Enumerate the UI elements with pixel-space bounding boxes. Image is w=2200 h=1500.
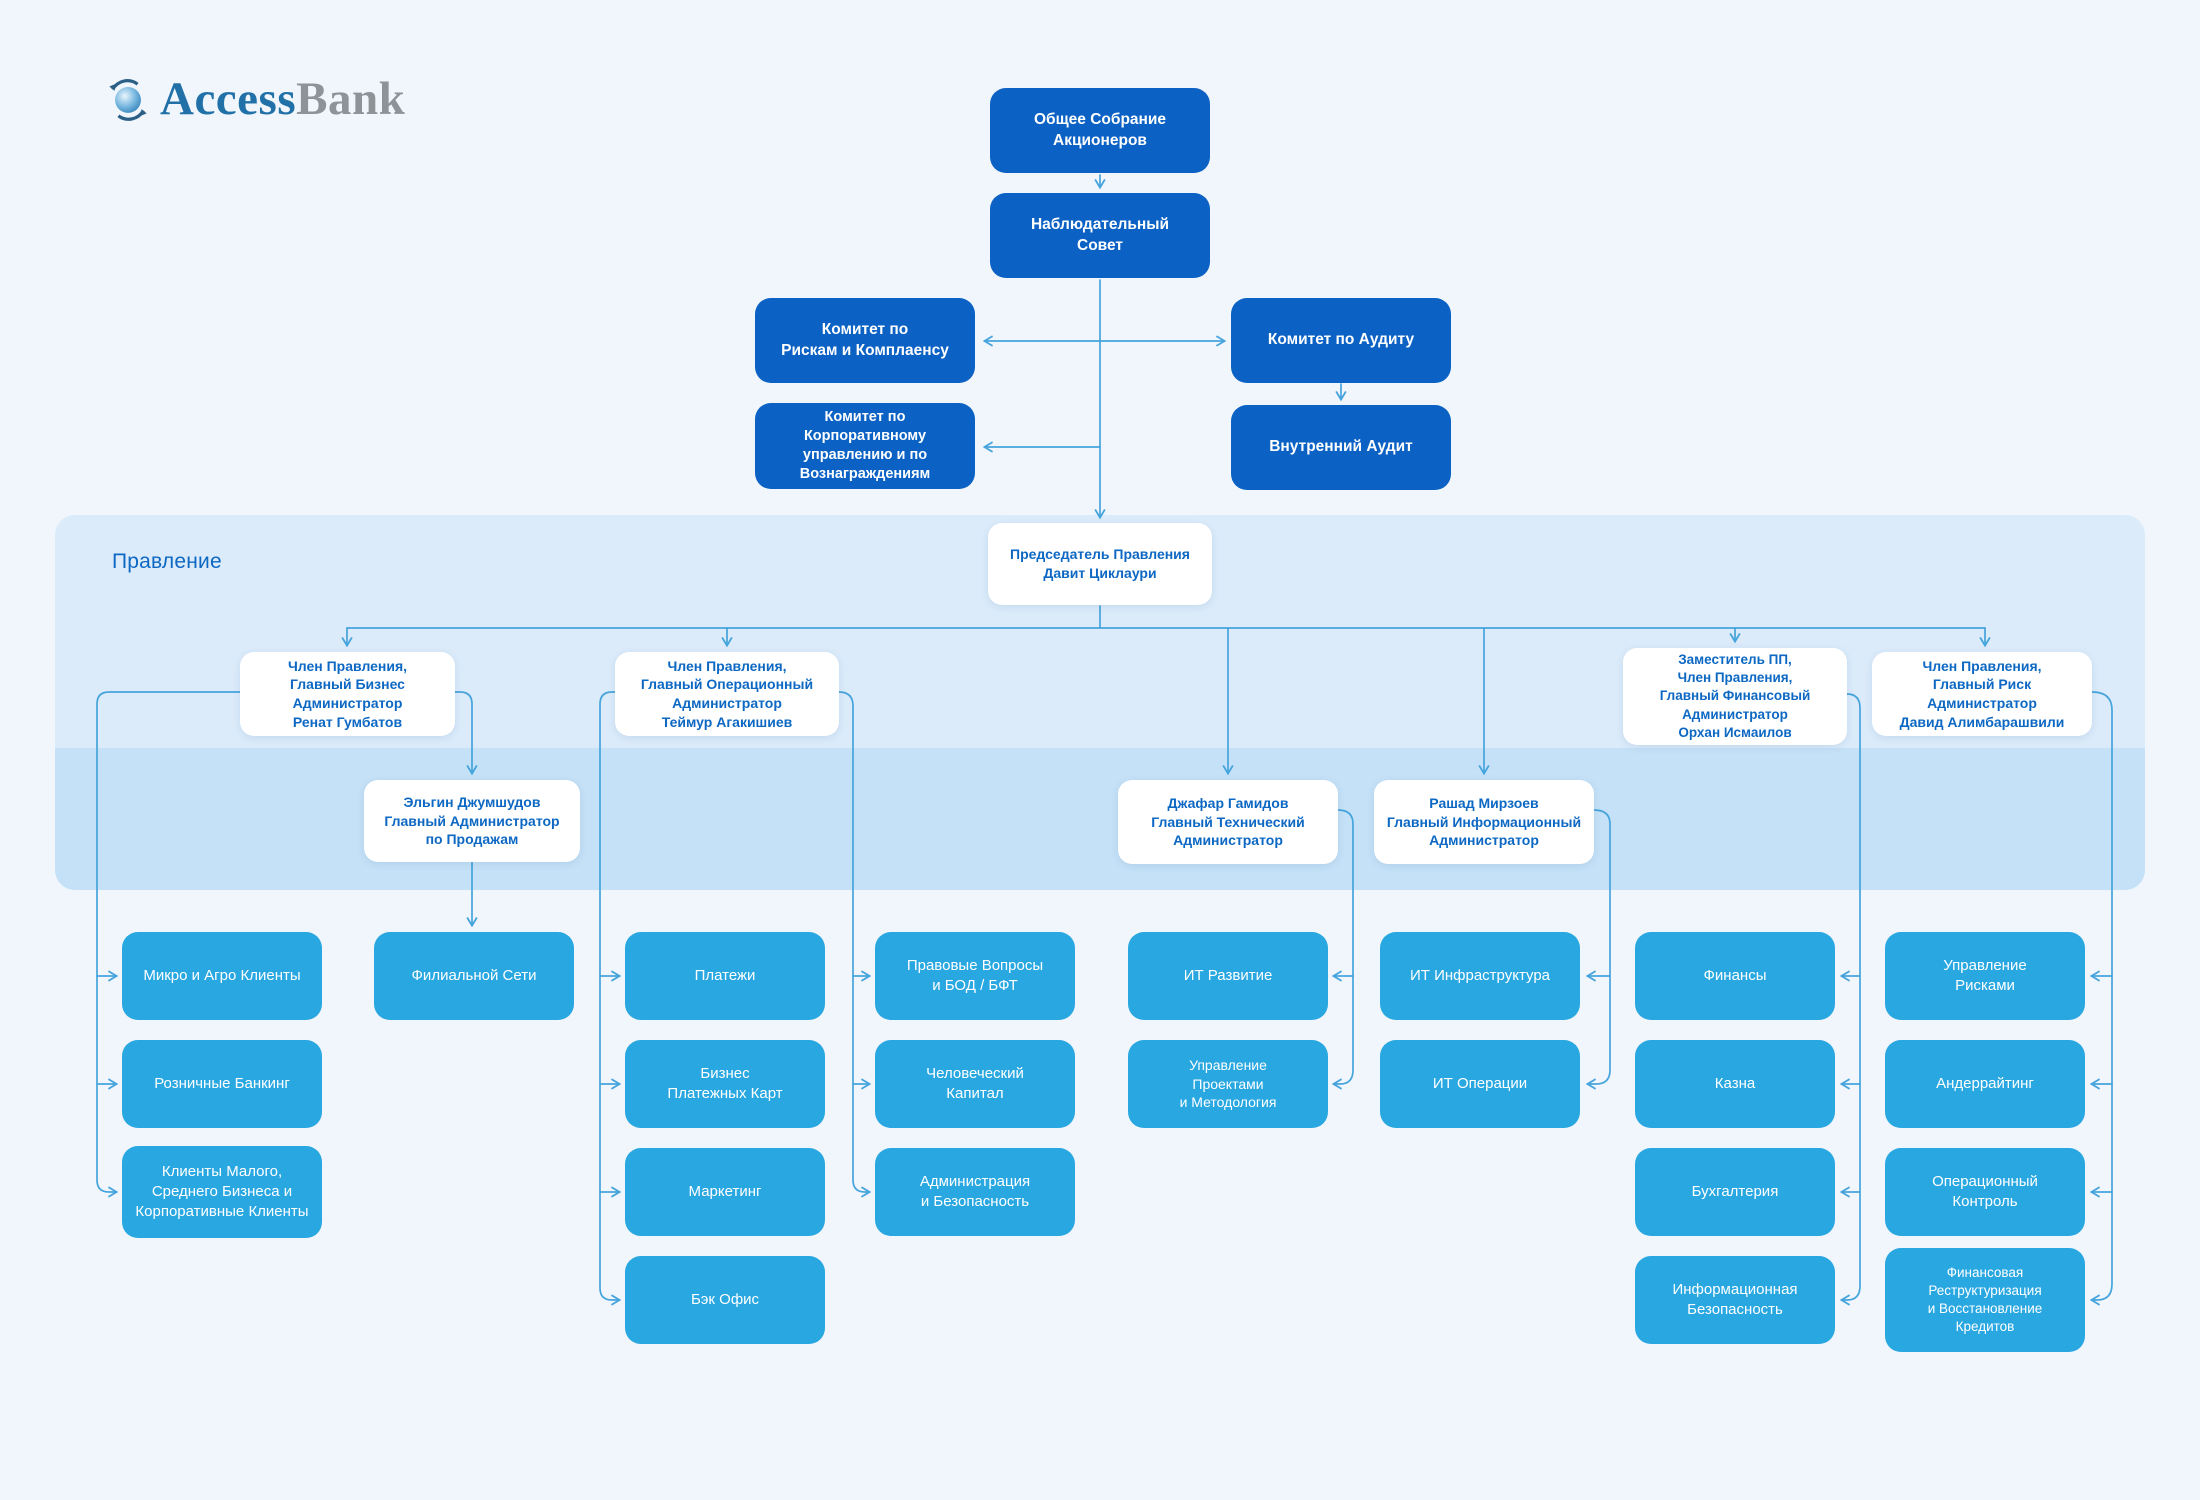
node-label: Платежи [694, 966, 756, 984]
node-it-operations: ИТ Операции [1380, 1040, 1580, 1128]
node-label: Бухгалтерия [1691, 1182, 1779, 1200]
node-member-risk: Член Правления, Главный Риск Администрат… [1872, 652, 2092, 736]
node-info-security: Информационная Безопасность [1635, 1256, 1835, 1344]
node-member-operations: Член Правления, Главный Операционный Адм… [615, 652, 839, 736]
node-label: Эльгин Джумшудов Главный Администратор п… [384, 793, 560, 848]
node-underwriting: Андеррайтинг [1885, 1040, 2085, 1128]
logo-access-text: Access [160, 73, 297, 125]
node-label: Рашад Мирзоев Главный Информационный Адм… [1386, 794, 1582, 849]
logo-bank-text: Bank [296, 73, 406, 125]
node-label: Джафар Гамидов Главный Технический Админ… [1151, 794, 1305, 849]
node-label: Финансы [1703, 966, 1767, 984]
node-label: Заместитель ПП, Член Правления, Главный … [1659, 652, 1811, 740]
node-label: ИТ Инфраструктура [1409, 966, 1551, 984]
node-label: Комитет по Корпоративному управлению и п… [799, 408, 931, 483]
node-label: Общее Собрание Акционеров [1033, 111, 1167, 149]
node-it-development: ИТ Развитие [1128, 932, 1328, 1020]
node-cto: Джафар Гамидов Главный Технический Админ… [1118, 780, 1338, 864]
node-treasury: Казна [1635, 1040, 1835, 1128]
globe-arrows-icon [109, 79, 147, 121]
node-fin-restructuring: Финансовая Реструктуризация и Восстановл… [1885, 1248, 2085, 1352]
accessbank-logo: AccessBank [105, 72, 405, 126]
node-label: Розничные Банкинг [154, 1074, 290, 1092]
node-finance: Финансы [1635, 932, 1835, 1020]
node-label: Комитет по Рискам и Комплаенсу [781, 321, 949, 359]
node-project-management: Управление Проектами и Методология [1128, 1040, 1328, 1128]
node-label: Человеческий Капитал [926, 1064, 1024, 1102]
node-label: Микро и Агро Клиенты [143, 966, 301, 984]
node-label: Наблюдательный Совет [1030, 216, 1170, 254]
management-board-panel-label: Правление [112, 550, 222, 573]
node-label: Администрация и Безопасность [919, 1172, 1031, 1210]
node-label: Операционный Контроль [1932, 1172, 2038, 1210]
connector-line [1839, 693, 1861, 1306]
node-sales-admin: Эльгин Джумшудов Главный Администратор п… [364, 780, 580, 862]
connector-line [454, 691, 478, 776]
node-administration-security: Администрация и Безопасность [875, 1148, 1075, 1236]
node-label: Правовые Вопросы и БОД / БФТ [906, 956, 1044, 994]
node-retail-banking: Розничные Банкинг [122, 1040, 322, 1128]
node-label: Клиенты Малого, Среднего Бизнеса и Корпо… [135, 1162, 309, 1221]
node-label: Бизнес Платежных Карт [667, 1064, 783, 1102]
node-label: Член Правления, Главный Операционный Адм… [640, 657, 814, 730]
connector-line [1331, 809, 1354, 1090]
node-business-cards: Бизнес Платежных Карт [625, 1040, 825, 1128]
node-legal-aml: Правовые Вопросы и БОД / БФТ [875, 932, 1075, 1020]
node-human-capital: Человеческий Капитал [875, 1040, 1075, 1128]
node-label: Управление Рисками [1943, 956, 2027, 994]
node-member-business: Член Правления, Главный Бизнес Администр… [240, 652, 455, 736]
node-risk-management: Управление Рисками [1885, 932, 2085, 1020]
node-label: Маркетинг [688, 1182, 762, 1200]
node-it-infrastructure: ИТ Инфраструктура [1380, 932, 1580, 1020]
connector-line [2089, 691, 2113, 1306]
node-marketing: Маркетинг [625, 1148, 825, 1236]
node-label: Председатель Правления Давит Циклаури [1010, 546, 1190, 581]
node-audit-committee: Комитет по Аудиту [1231, 298, 1451, 383]
node-sme-corporate: Клиенты Малого, Среднего Бизнеса и Корпо… [122, 1146, 322, 1238]
connector-line [838, 691, 872, 1198]
node-label: Член Правления, Главный Бизнес Администр… [287, 657, 408, 730]
connector-line [599, 691, 622, 1306]
logo-wordmark: AccessBank [160, 72, 405, 126]
node-supervisory-board: Наблюдательный Совет [990, 193, 1210, 278]
node-label: Внутренний Аудит [1269, 438, 1413, 456]
node-chairman: Председатель Правления Давит Циклаури [988, 523, 1212, 605]
node-general-assembly: Общее Собрание Акционеров [990, 88, 1210, 173]
connector-line [1585, 809, 1611, 1090]
node-corp-governance-committee: Комитет по Корпоративному управлению и п… [755, 403, 975, 489]
node-label: Информационная Безопасность [1672, 1280, 1798, 1318]
node-label: Андеррайтинг [1936, 1074, 2034, 1092]
node-back-office: Бэк Офис [625, 1256, 825, 1344]
node-label: Управление Проектами и Методология [1179, 1056, 1277, 1111]
node-label: Филиальной Сети [411, 966, 537, 984]
node-deputy-cfo: Заместитель ПП, Член Правления, Главный … [1623, 648, 1847, 745]
node-branch-network: Филиальной Сети [374, 932, 574, 1020]
node-risk-compliance-committee: Комитет по Рискам и Комплаенсу [755, 298, 975, 383]
connector-line [96, 691, 241, 1198]
node-label: Комитет по Аудиту [1267, 331, 1415, 349]
node-micro-agro: Микро и Агро Клиенты [122, 932, 322, 1020]
node-internal-audit: Внутренний Аудит [1231, 405, 1451, 490]
node-label: ИТ Операции [1432, 1074, 1528, 1092]
node-accounting: Бухгалтерия [1635, 1148, 1835, 1236]
node-payments: Платежи [625, 932, 825, 1020]
node-label: Казна [1714, 1074, 1756, 1092]
node-cio: Рашад Мирзоев Главный Информационный Адм… [1374, 780, 1594, 864]
node-label: Член Правления, Главный Риск Администрат… [1899, 657, 2065, 730]
node-label: Бэк Офис [690, 1290, 760, 1308]
node-operational-control: Операционный Контроль [1885, 1148, 2085, 1236]
node-label: Финансовая Реструктуризация и Восстановл… [1927, 1264, 2043, 1335]
node-label: ИТ Развитие [1183, 966, 1273, 984]
